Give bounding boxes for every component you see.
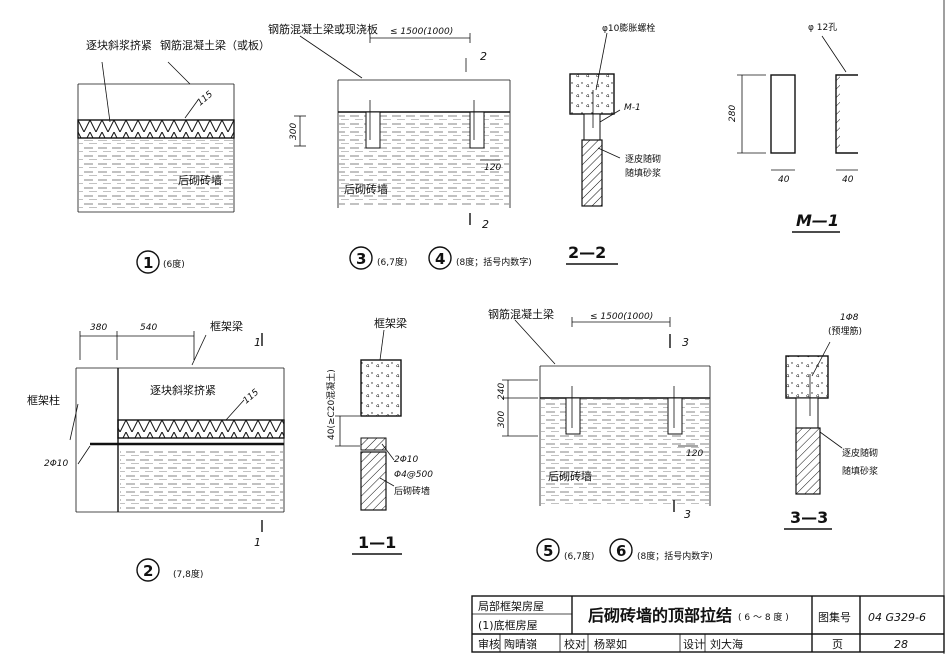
detail-3-dim-300: 300 <box>289 123 299 140</box>
detail-3-section-mark-top: 2 <box>480 50 487 63</box>
section-1-1: 框架梁 40(≥C20混凝土) 2Φ10 Φ4@500 后砌砖墙 1—1 <box>325 316 433 555</box>
section-3-3-bar-label: 1Φ8 <box>840 313 859 323</box>
detail-1-number: 1 <box>143 254 153 272</box>
detail-5-dim-120: 120 <box>686 449 703 459</box>
section-1-1-wall-label: 后砌砖墙 <box>394 485 430 497</box>
plate-m1-hole-label: φ 12孔 <box>808 22 837 33</box>
title-block-checker: 杨翠如 <box>594 637 627 651</box>
title-block-page-no: 28 <box>894 638 908 651</box>
plate-m1: φ 12孔 280 40 40 M—1 <box>728 22 858 233</box>
section-3-3-title: 3—3 <box>790 508 828 527</box>
detail-5-spacing-dim: ≤ 1500(1000) <box>590 312 653 322</box>
detail-3-beam-label: 钢筋混凝土梁或现浇板 <box>268 22 378 36</box>
detail-2-number: 2 <box>143 562 153 580</box>
detail-5-number: 5 <box>543 542 553 560</box>
detail-1-grout-label: 逐块斜浆挤紧 <box>86 38 152 52</box>
title-block-design-label: 设计 <box>683 638 705 651</box>
plate-m1-dim-280: 280 <box>728 105 738 122</box>
detail-5-dim-240: 240 <box>497 383 507 400</box>
title-block-designer: 刘大海 <box>710 637 743 651</box>
detail-3-number-circle <box>349 246 373 270</box>
title-block-reviewer: 陶晴嶺 <box>504 637 537 651</box>
section-3-3-mortar-label-2: 随填砂浆 <box>842 465 878 477</box>
title-block-atlas-no: 04 G329-6 <box>868 611 926 624</box>
detail-3-section-mark-bottom: 2 <box>482 218 489 231</box>
detail-5-number-circle <box>536 538 560 562</box>
detail-6-number-circle <box>609 538 633 562</box>
section-1-1-concrete-label: 40(≥C20混凝土) <box>325 369 337 440</box>
detail-2-dim-115: 115 <box>242 387 262 406</box>
section-2-2-mortar-label-2: 随填砂浆 <box>625 167 661 179</box>
detail-2-section-mark-top: 1 <box>254 336 261 349</box>
section-1-1-frame-beam-label: 框架梁 <box>374 316 407 330</box>
detail-2-bar-label: 2Φ10 <box>44 459 69 469</box>
section-2-2-title: 2—2 <box>568 243 606 262</box>
section-1-1-title: 1—1 <box>358 533 396 552</box>
title-block-title-note: ( 6 ～ 8 度 ) <box>738 611 789 623</box>
detail-4-number-circle <box>428 246 452 270</box>
plate-m1-dim-40a: 40 <box>778 175 790 185</box>
detail-6-number: 6 <box>616 542 626 560</box>
title-block-page-label: 页 <box>832 638 843 651</box>
detail-1-dim-115: 115 <box>196 89 216 108</box>
detail-3-spacing-dim: ≤ 1500(1000) <box>390 27 453 37</box>
title-block-category-2: (1)底框房屋 <box>478 618 538 632</box>
detail-5-section-mark-top: 3 <box>682 336 689 349</box>
detail-5-beam-label: 钢筋混凝土梁 <box>488 307 554 321</box>
title-block-title: 后砌砖墙的顶部拉结 <box>588 606 732 625</box>
detail-3-dim-120: 120 <box>484 163 501 173</box>
section-1-1-stirrup-label: Φ4@500 <box>394 470 433 480</box>
detail-2-dim-380: 380 <box>90 323 107 333</box>
detail-4-number: 4 <box>435 250 445 268</box>
detail-2: 380 540 框架梁 逐块斜浆挤紧 115 框架柱 2Φ10 1 1 2 (7… <box>27 319 285 582</box>
detail-2-column-label: 框架柱 <box>27 393 60 407</box>
title-block-atlas-label: 图集号 <box>818 610 851 624</box>
detail-5-section-mark-bottom: 3 <box>684 508 691 521</box>
detail-5-wall-label: 后砌砖墙 <box>548 469 592 483</box>
title-block-category-1: 局部框架房屋 <box>478 599 544 613</box>
plate-m1-dim-40b: 40 <box>842 175 854 185</box>
title-block: 局部框架房屋 (1)底框房屋 后砌砖墙的顶部拉结 ( 6 ～ 8 度 ) 图集号… <box>471 595 945 653</box>
section-2-2: φ10膨胀螺栓 M-1 逐皮随砌 随填砂浆 2—2 <box>566 22 661 265</box>
detail-1-beam-label: 钢筋混凝土梁（或板） <box>160 38 270 52</box>
detail-4-note: (8度；括号内数字) <box>456 256 532 268</box>
detail-3-4: 钢筋混凝土梁或现浇板 ≤ 1500(1000) 300 120 后砌砖墙 2 2… <box>268 22 532 270</box>
detail-5-note: (6,7度) <box>564 550 594 562</box>
detail-3-wall-label: 后砌砖墙 <box>344 182 388 196</box>
title-block-review-label: 审核 <box>478 637 500 651</box>
plate-m1-title: M—1 <box>796 211 839 230</box>
detail-2-note: (7,8度) <box>173 568 203 580</box>
detail-5-6: 钢筋混凝土梁 ≤ 1500(1000) 240 300 120 后砌砖墙 3 3… <box>488 307 713 562</box>
detail-2-frame-beam-label: 框架梁 <box>210 319 243 333</box>
detail-2-grout-label: 逐块斜浆挤紧 <box>150 383 216 397</box>
section-3-3-embed-label: (预埋筋) <box>828 325 862 337</box>
detail-1-wall-label: 后砌砖墙 <box>178 173 222 187</box>
section-3-3-mortar-label: 逐皮随砌 <box>842 447 878 459</box>
detail-6-note: (8度；括号内数字) <box>637 550 713 562</box>
section-2-2-mortar-label: 逐皮随砌 <box>625 153 661 165</box>
detail-2-dim-540: 540 <box>140 323 157 333</box>
section-3-3: 1Φ8 (预埋筋) 逐皮随砌 随填砂浆 3—3 <box>784 313 878 530</box>
detail-3-number: 3 <box>356 250 366 268</box>
section-1-1-bar-label: 2Φ10 <box>394 455 419 465</box>
detail-5-dim-300: 300 <box>497 411 507 428</box>
section-2-2-bolt-label: φ10膨胀螺栓 <box>602 22 655 34</box>
detail-1: 逐块斜浆挤紧 钢筋混凝土梁（或板） 115 后砌砖墙 1 (6度) <box>77 38 270 274</box>
title-block-check-label: 校对 <box>564 637 586 651</box>
detail-3-note: (6,7度) <box>377 256 407 268</box>
detail-1-note: (6度) <box>163 258 185 270</box>
detail-2-section-mark-bottom: 1 <box>254 536 261 549</box>
section-2-2-m1-label: M-1 <box>624 103 641 113</box>
detail-2-number-circle <box>136 558 160 582</box>
detail-1-number-circle <box>136 250 160 274</box>
